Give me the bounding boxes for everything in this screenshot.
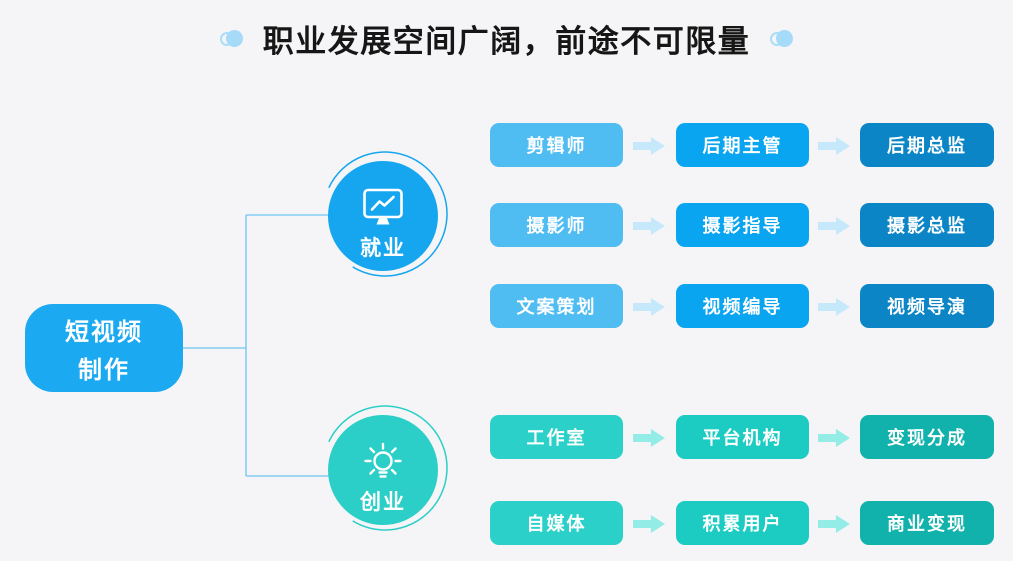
root-label-line2: 制作 xyxy=(78,356,130,384)
arrow-right-icon xyxy=(633,515,665,533)
root-node-short-video-production: 短视频 制作 xyxy=(25,304,183,392)
flow-step: 自媒体 xyxy=(490,501,623,545)
title-decor-left-circles-icon xyxy=(219,30,243,47)
flow-row-editor-path: 剪辑师 后期主管 后期总监 xyxy=(490,123,994,167)
arrow-right-icon xyxy=(633,217,665,235)
flow-step: 积累用户 xyxy=(676,501,809,545)
flow-step: 工作室 xyxy=(490,415,623,459)
flow-row-self-media-path: 自媒体 积累用户 商业变现 xyxy=(490,501,994,545)
monitor-chart-icon xyxy=(363,188,403,225)
flow-step: 视频导演 xyxy=(860,284,994,328)
arrow-right-icon xyxy=(633,298,665,316)
flow-step: 平台机构 xyxy=(676,415,809,459)
arrow-right-icon xyxy=(633,137,665,155)
branch-label-startup: 创业 xyxy=(360,491,406,514)
flow-step: 视频编导 xyxy=(676,284,809,328)
flow-step: 摄影总监 xyxy=(860,203,994,247)
arrow-right-icon xyxy=(818,515,850,533)
flow-step: 商业变现 xyxy=(860,501,994,545)
branch-node-startup: 创业 xyxy=(328,415,438,525)
arrow-right-icon xyxy=(818,298,850,316)
flow-step: 剪辑师 xyxy=(490,123,623,167)
branch-node-employment: 就业 xyxy=(328,161,438,271)
arrow-right-icon xyxy=(818,217,850,235)
root-label-line1: 短视频 xyxy=(65,318,143,346)
flow-step: 后期主管 xyxy=(676,123,809,167)
flow-step: 后期总监 xyxy=(860,123,994,167)
title-decor-right-circles-icon xyxy=(770,30,794,47)
flow-step: 摄影指导 xyxy=(676,203,809,247)
arrow-right-icon xyxy=(818,429,850,447)
arrow-right-icon xyxy=(633,429,665,447)
flow-step: 文案策划 xyxy=(490,284,623,328)
branch-label-employment: 就业 xyxy=(360,237,406,260)
flow-row-photographer-path: 摄影师 摄影指导 摄影总监 xyxy=(490,203,994,247)
lightbulb-icon xyxy=(364,442,402,478)
flow-row-copywriter-path: 文案策划 视频编导 视频导演 xyxy=(490,284,994,328)
flow-row-studio-path: 工作室 平台机构 变现分成 xyxy=(490,415,994,459)
page-title: 职业发展空间广阔，前途不可限量 xyxy=(262,24,751,59)
title-bar: 职业发展空间广阔，前途不可限量 xyxy=(0,16,1013,61)
arrow-right-icon xyxy=(818,137,850,155)
flow-step: 摄影师 xyxy=(490,203,623,247)
flow-step: 变现分成 xyxy=(860,415,994,459)
